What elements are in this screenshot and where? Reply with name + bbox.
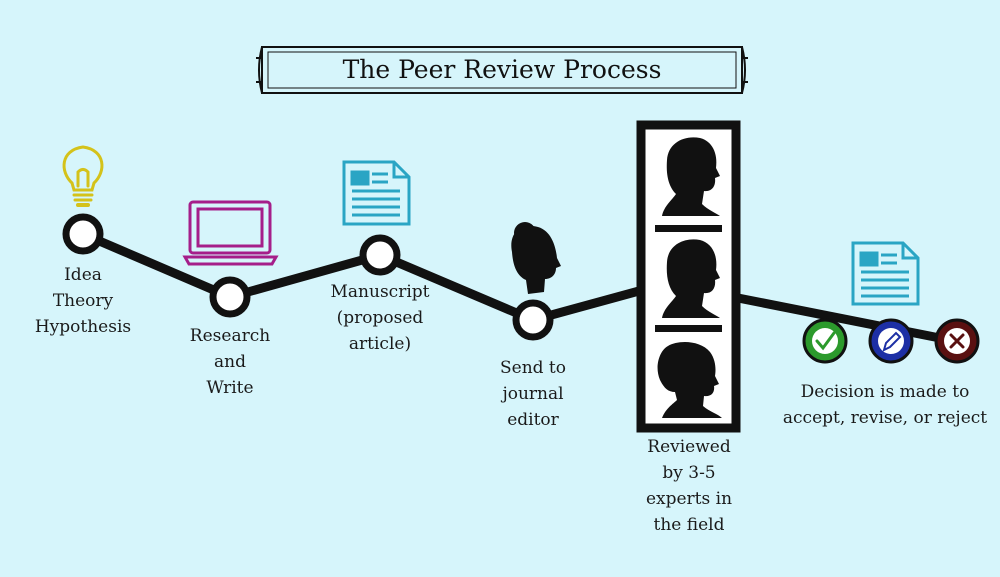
title-frame xyxy=(256,46,748,94)
step-label-idea: Idea Theory Hypothesis xyxy=(34,265,132,337)
x-icon xyxy=(934,318,980,364)
checkmark-icon xyxy=(802,318,848,364)
lightbulb-icon xyxy=(62,145,104,207)
step-node-editor xyxy=(512,299,554,341)
step-node-idea xyxy=(62,213,104,255)
pencil-icon xyxy=(868,318,914,364)
woman-silhouette-icon xyxy=(511,222,561,294)
document-icon xyxy=(342,160,411,226)
woman-silhouette-icon xyxy=(657,342,722,418)
laptop-icon xyxy=(182,200,279,266)
man-silhouette-icon xyxy=(662,137,720,216)
step-label-review: Reviewed by 3-5 experts in the field xyxy=(645,437,733,535)
step-node-research xyxy=(209,276,251,318)
diagram-title: The Peer Review Process xyxy=(342,55,662,84)
step-label-decision: Decision is made to accept, revise, or r… xyxy=(782,382,988,428)
man-silhouette-icon xyxy=(662,239,720,318)
step-label-research: Research and Write xyxy=(189,326,271,398)
step-label-manuscript: Manuscript (proposed article) xyxy=(330,282,430,354)
step-node-manuscript xyxy=(359,234,401,276)
process-line-end xyxy=(732,292,966,348)
step-label-editor: Send to journal editor xyxy=(499,358,566,430)
document-icon xyxy=(851,241,920,306)
